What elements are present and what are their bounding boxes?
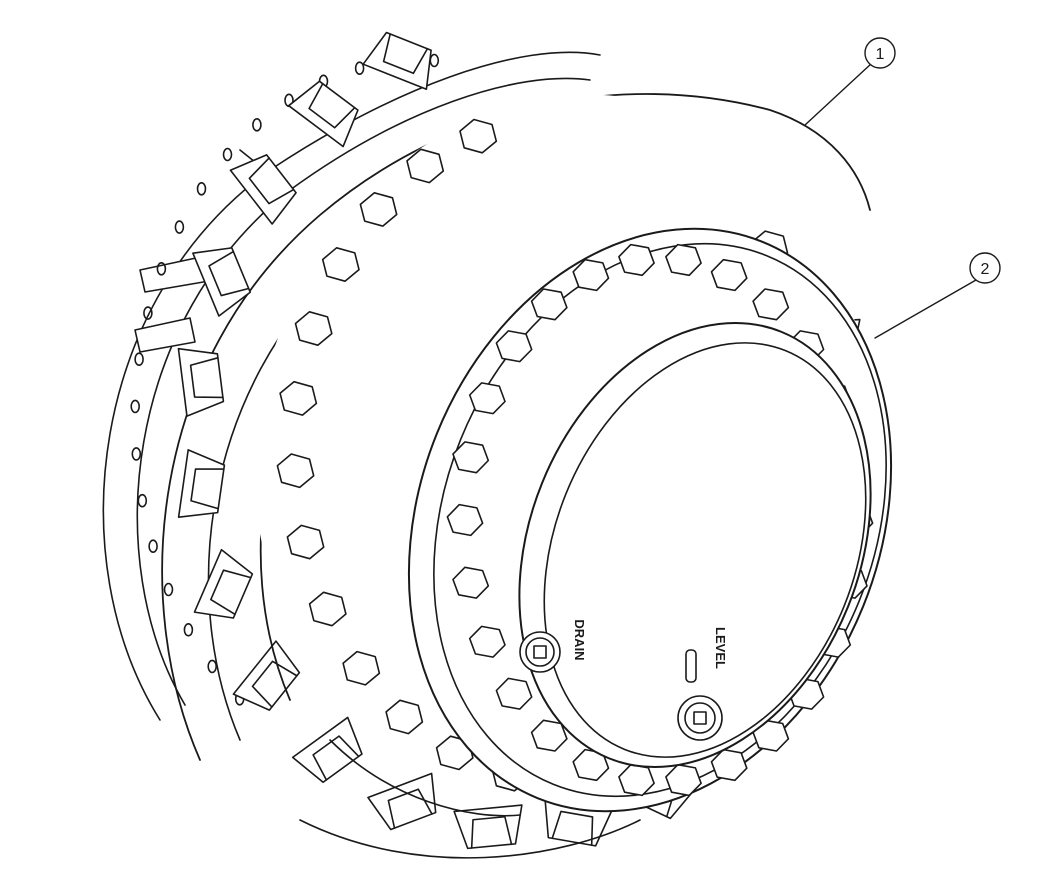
level-marking: LEVEL — [713, 627, 728, 669]
level-plug — [677, 695, 723, 741]
sprocket-tooth — [177, 449, 226, 518]
sprocket-tooth — [192, 247, 251, 317]
flange-hole — [130, 399, 140, 414]
callout-2-label: 2 — [981, 261, 990, 278]
flange-hole — [163, 582, 174, 597]
drain-plug — [519, 631, 561, 673]
front-bolt — [495, 330, 533, 363]
callout-1-circle — [864, 37, 896, 69]
flange-hole — [196, 182, 207, 196]
flange-hole — [143, 306, 153, 320]
callout-1-label: 1 — [876, 46, 885, 63]
front-bolt — [468, 625, 506, 658]
hub-bolt — [342, 650, 381, 686]
flange-hole — [183, 622, 194, 637]
cover-plate — [518, 321, 872, 769]
flange-hole — [252, 118, 262, 132]
flange-hole — [354, 61, 365, 75]
front-bolt — [468, 382, 506, 415]
front-bolt — [665, 243, 702, 277]
sprocket-tooth — [362, 31, 432, 91]
flange-hole — [131, 447, 142, 461]
flange-hole — [207, 659, 217, 674]
front-bolt — [530, 288, 568, 321]
front-bolt — [495, 677, 533, 710]
hub-bolt — [406, 148, 445, 184]
callout-1: 1 — [804, 37, 896, 126]
hub-bolt — [459, 118, 498, 154]
hub-bolt — [359, 192, 398, 227]
flange-hole — [137, 493, 148, 508]
front-bolt — [618, 243, 655, 277]
sprocket-tooth — [291, 716, 363, 784]
hub-bolt — [294, 310, 333, 347]
flange-hole — [429, 53, 440, 68]
front-bolt — [710, 748, 748, 782]
flange-hole — [134, 352, 144, 367]
flange-hole — [148, 539, 158, 554]
sprocket-tooth — [193, 548, 254, 619]
hub-bolt — [308, 591, 347, 627]
callout-2: 2 — [874, 252, 1001, 339]
sprocket-tooth — [367, 772, 437, 831]
hub-bolt — [276, 453, 315, 489]
sprocket-tooth — [287, 80, 359, 148]
front-bolt — [452, 566, 490, 599]
sprocket-tooth — [177, 347, 225, 417]
front-bolt — [752, 288, 790, 321]
hub-bolt — [286, 524, 325, 560]
hub-bolt — [279, 380, 318, 416]
hub-bolt — [385, 699, 424, 735]
front-bolt — [452, 441, 490, 474]
drain-marking: DRAIN — [572, 619, 587, 660]
mounting-flange — [102, 51, 601, 721]
callout-2-leader — [874, 279, 977, 339]
front-bolt — [665, 763, 702, 797]
level-indicator — [685, 649, 697, 683]
flange-hole — [222, 147, 233, 162]
hub-bolt — [321, 247, 360, 283]
flange-hole — [174, 220, 185, 234]
front-bolt — [446, 503, 484, 537]
front-bolt — [572, 258, 610, 292]
callout-2-circle — [969, 252, 1001, 284]
front-bolt — [710, 258, 748, 292]
flange-hole — [156, 261, 167, 276]
sprocket-tooth — [232, 640, 301, 711]
callout-1-leader — [804, 62, 873, 126]
sprocket-tooth — [229, 154, 297, 225]
